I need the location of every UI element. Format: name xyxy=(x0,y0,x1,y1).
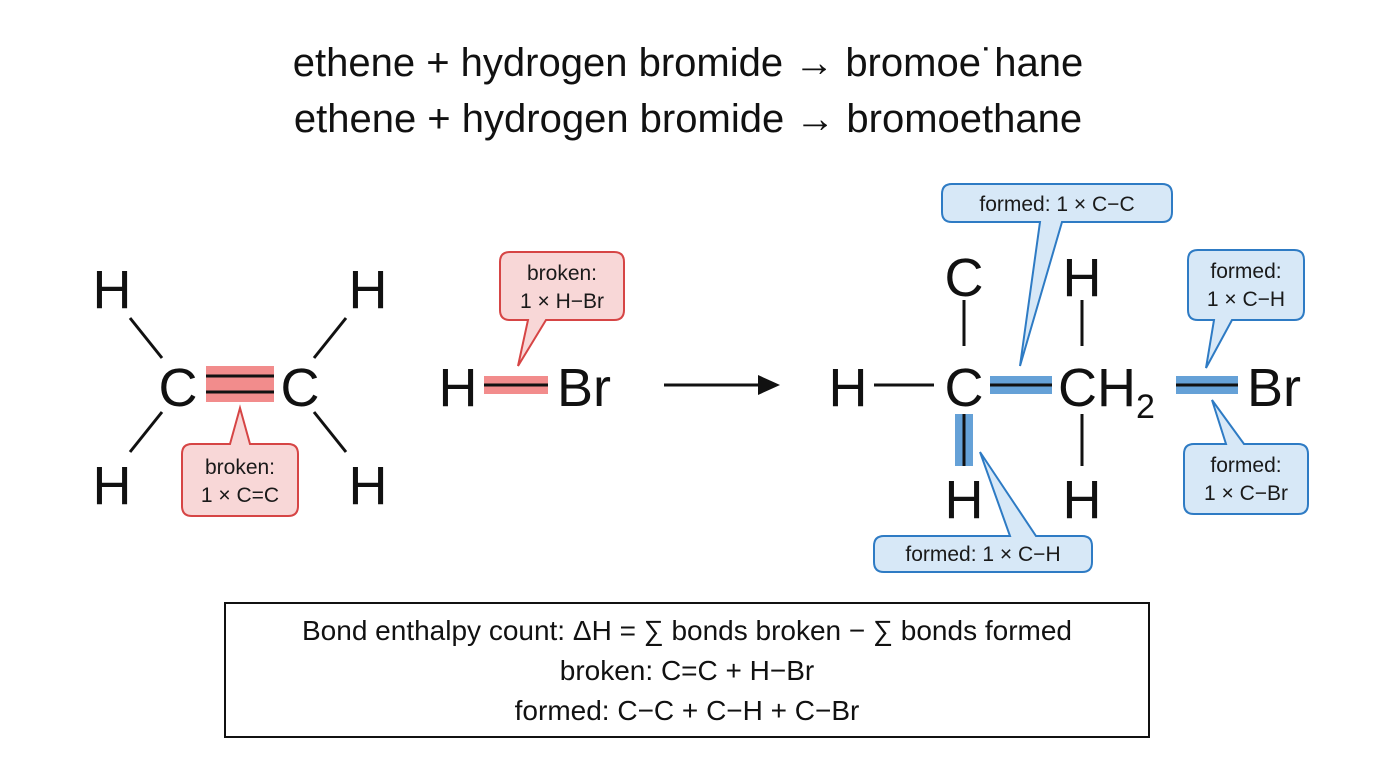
bond-enthalpy-summary-box: Bond enthalpy count: ΔH = ∑ bonds broken… xyxy=(224,602,1150,738)
callout-formed-cbr: formed: 1 × C−Br xyxy=(1183,399,1309,515)
product-atom-ch2-subscript: 2 xyxy=(1136,388,1155,426)
equation-title-line-1: ethene + hydrogen bromide → bromoe˙hane xyxy=(292,41,1084,85)
callout-formed-cc: formed: 1 × C−C xyxy=(941,183,1173,367)
ethene-double-bond-highlight xyxy=(206,366,274,402)
callout-broken-cc-line1: broken: xyxy=(205,456,275,479)
callout-formed-cbr-line2: 1 × C−Br xyxy=(1204,482,1288,505)
callout-formed-ch-top: formed: 1 × C−H xyxy=(1187,249,1305,369)
ethene-atom-c-right: C xyxy=(281,358,320,418)
callout-formed-ch-top-bubble xyxy=(1187,249,1305,369)
product-atom-ch2-main: CH xyxy=(1058,358,1136,418)
callout-formed-ch-bottom: formed: 1 × C−H xyxy=(873,451,1093,573)
ethene-bond-h-c-top-right xyxy=(312,317,348,359)
product-atom-h-top-mid: H xyxy=(1063,248,1102,308)
product-atom-c-top: C xyxy=(945,248,984,308)
product-atom-h-left: H xyxy=(829,358,868,418)
reaction-diagram: H H C C H H broken: 1 × C=C H Br broken:… xyxy=(93,183,1309,573)
product-atom-br: Br xyxy=(1247,358,1301,418)
summary-line-formula: Bond enthalpy count: ΔH = ∑ bonds broken… xyxy=(302,615,1072,646)
callout-broken-hbr-line1: broken: xyxy=(527,262,597,285)
callout-formed-ch-bottom-bubble xyxy=(873,451,1093,573)
callout-broken-hbr-line2: 1 × H−Br xyxy=(520,290,604,313)
callout-formed-ch-top-line1: formed: xyxy=(1210,260,1281,283)
ethene-bond-h-c-bottom-left xyxy=(128,411,164,453)
hbr-atom-br: Br xyxy=(557,358,611,418)
callout-broken-cc-line2: 1 × C=C xyxy=(201,484,279,507)
product-molecule: C H H C CH2 Br H H xyxy=(829,248,1302,530)
callout-broken-cc: broken: 1 × C=C xyxy=(181,404,299,517)
callout-formed-cbr-bubble xyxy=(1183,399,1309,515)
ethene-atom-c-left: C xyxy=(159,358,198,418)
product-atom-h-bottom-left: H xyxy=(945,470,984,530)
hbr-atom-h: H xyxy=(439,358,478,418)
callout-formed-cbr-line1: formed: xyxy=(1210,454,1281,477)
ethene-atom-h-bottom-left: H xyxy=(93,456,132,516)
callout-broken-cc-bubble xyxy=(181,404,299,517)
callout-formed-ch-top-line2: 1 × C−H xyxy=(1207,288,1285,311)
product-atom-c-center: C xyxy=(945,358,984,418)
ethene-bond-h-c-top-left xyxy=(128,317,164,359)
ethene-atom-h-top-right: H xyxy=(349,260,388,320)
callout-broken-hbr: broken: 1 × H−Br xyxy=(499,251,625,367)
product-atom-ch2: CH2 xyxy=(1058,358,1155,426)
callout-formed-cc-line1: formed: 1 × C−C xyxy=(979,193,1134,216)
equation-title-line-2: ethene + hydrogen bromide → bromoethane xyxy=(293,97,1083,141)
ethene-molecule: H H C C H H xyxy=(93,260,388,516)
callout-formed-cc-bubble xyxy=(941,183,1173,367)
callout-broken-hbr-bubble xyxy=(499,251,625,367)
reaction-arrow xyxy=(664,375,780,395)
reaction-arrow-head xyxy=(758,375,780,395)
ethene-bond-h-c-bottom-right xyxy=(312,411,348,453)
summary-line-broken: broken: C=C + H−Br xyxy=(559,655,815,686)
hbr-molecule: H Br xyxy=(439,358,612,418)
ethene-atom-h-top-left: H xyxy=(93,260,132,320)
ethene-atom-h-bottom-right: H xyxy=(349,456,388,516)
summary-line-formed: formed: C−C + C−H + C−Br xyxy=(514,695,860,726)
product-atom-h-bottom-mid: H xyxy=(1063,470,1102,530)
callout-formed-ch-bottom-line1: formed: 1 × C−H xyxy=(905,543,1060,566)
